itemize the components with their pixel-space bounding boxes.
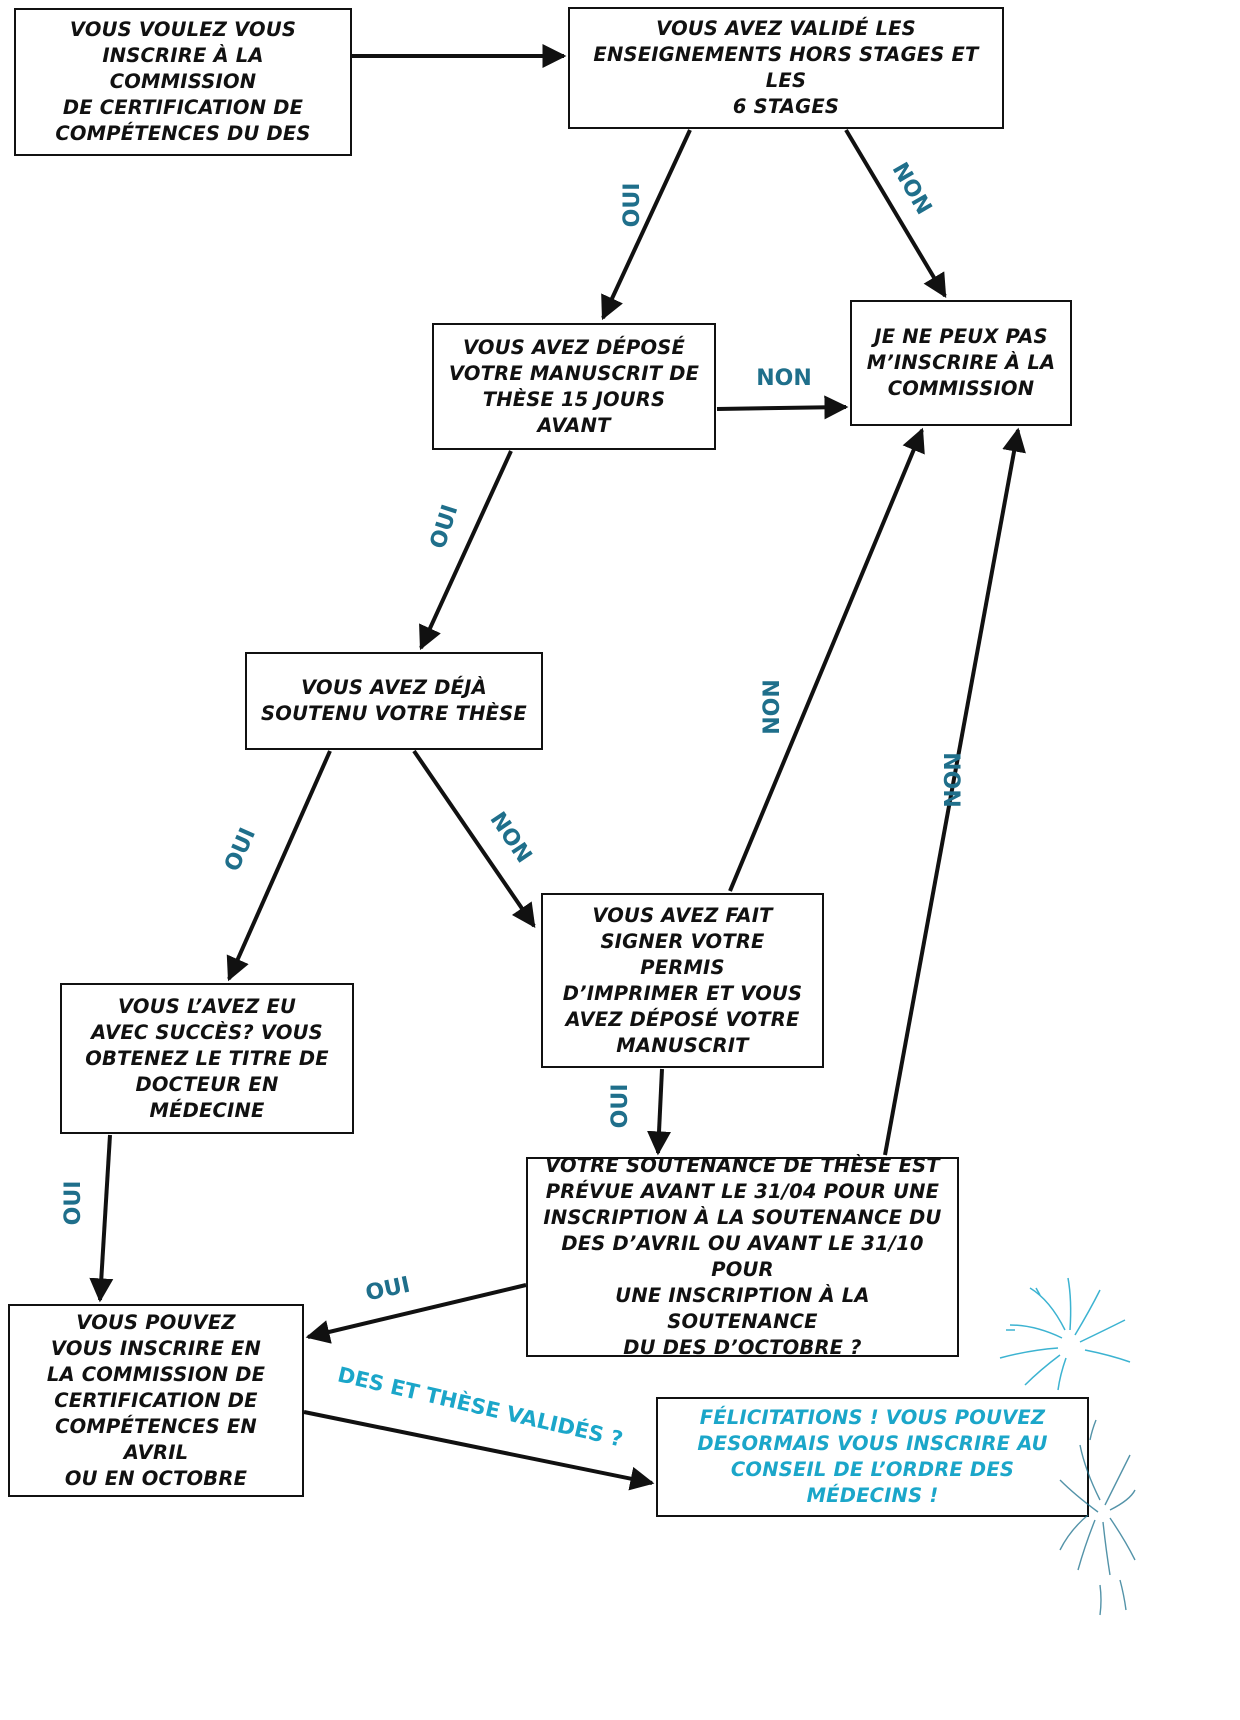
arrow-permis-non-to-ne-peux (728, 427, 925, 892)
node-valide: Vous avez validé les enseignements hors … (568, 7, 1004, 129)
label-oui-manuscrit: OUI (426, 502, 464, 552)
node-start-text: Vous voulez vous inscrire à la commissio… (55, 18, 311, 145)
arrow-soutenance-oui-to-pouvez (305, 1283, 527, 1344)
arrow-pouvez-to-felicitations (303, 1410, 655, 1491)
label-oui-succes: OUI (61, 1181, 86, 1226)
node-permis-text: Vous avez fait signer votre permis d’imp… (562, 903, 803, 1057)
arrow-succes-oui-to-pouvez (89, 1134, 114, 1303)
node-ne-peux-pas-text: Je ne peux pas m’inscrire à la commissio… (866, 325, 1056, 400)
node-pouvez-inscrire: Vous pouvez vous inscrire en la commissi… (8, 1304, 304, 1497)
arrow-manuscrit-non-to-ne-peux (716, 395, 849, 420)
node-soutenu: Vous avez déjà soutenu votre thèse (245, 652, 543, 750)
label-oui-permis: OUI (608, 1084, 633, 1129)
node-soutenance: Votre soutenance de thèse est prévue ava… (526, 1154, 959, 1359)
label-non-permis: NON (760, 679, 785, 735)
node-soutenu-text: Vous avez déjà soutenu votre thèse (261, 676, 527, 725)
arrow-valide-oui-to-manuscrit (601, 129, 692, 321)
fireworks-decoration (999, 1277, 1131, 1391)
arrow-permis-oui-to-soutenance (647, 1068, 672, 1156)
arrow-soutenance-non-to-ne-peux (883, 427, 1026, 1156)
fireworks-decoration-2 (1059, 1419, 1136, 1616)
label-non-soutenu: NON (485, 808, 537, 868)
node-soutenance-text: Votre soutenance de thèse est prévue ava… (543, 1154, 942, 1359)
node-ne-peux-pas: Je ne peux pas m’inscrire à la commissio… (850, 300, 1072, 426)
arrow-soutenu-non-to-permis (412, 749, 536, 928)
label-non-manuscrit: NON (756, 366, 812, 391)
label-oui-soutenu: OUI (220, 824, 261, 875)
node-permis: Vous avez fait signer votre permis d’imp… (541, 893, 824, 1068)
label-non-soutenance: NON (938, 752, 963, 808)
node-felicitations-text: Félicitations ! Vous pouvez desormais vo… (697, 1406, 1048, 1507)
node-manuscrit: Vous avez déposé votre manuscrit de thès… (432, 323, 716, 450)
node-succes-text: Vous l’avez eu avec succès? Vous obtenez… (85, 994, 329, 1122)
label-oui-valide: OUI (620, 183, 645, 228)
node-valide-text: Vous avez validé les enseignements hors … (593, 17, 979, 118)
label-des-these-valides: DES ET THÈSE VALIDÉS ? (335, 1362, 625, 1452)
node-start: Vous voulez vous inscrire à la commissio… (14, 8, 352, 156)
node-manuscrit-text: Vous avez déposé votre manuscrit de thès… (448, 335, 700, 437)
arrow-manuscrit-oui-to-soutenu (419, 450, 513, 651)
node-felicitations: Félicitations ! Vous pouvez desormais vo… (656, 1397, 1089, 1517)
node-pouvez-inscrire-text: Vous pouvez vous inscrire en la commissi… (46, 1310, 266, 1490)
arrow-soutenu-oui-to-succes (226, 750, 332, 982)
arrow-valide-non-to-ne-peux (844, 128, 947, 299)
label-oui-soutenance: OUI (363, 1273, 412, 1307)
node-succes: Vous l’avez eu avec succès? Vous obtenez… (60, 983, 354, 1134)
